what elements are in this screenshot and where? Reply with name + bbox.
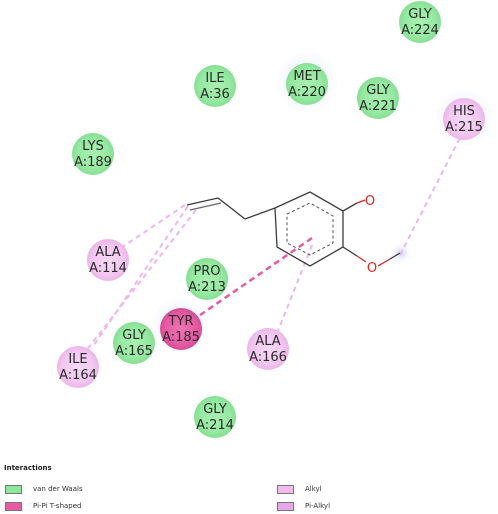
ligand-bond-oxygen bbox=[356, 255, 367, 263]
legend-item-van-der-waals: van der Waals bbox=[5, 482, 83, 496]
residue-disc bbox=[194, 65, 236, 107]
alkyl-line-ala114 bbox=[111, 204, 186, 255]
residue-disc bbox=[113, 322, 155, 364]
interaction-diagram: O O GLY A:224 ILE A:36 MET A:220 GLY A:2… bbox=[57, 1, 492, 438]
residue-gly165[interactable]: GLY A:165 bbox=[113, 322, 155, 364]
residue-name: GLY bbox=[203, 402, 227, 417]
residue-disc bbox=[57, 346, 99, 388]
residue-disc bbox=[194, 396, 236, 438]
residue-gly214[interactable]: GLY A:214 bbox=[194, 396, 236, 438]
residue-name: LYS bbox=[82, 139, 104, 154]
legend-swatch bbox=[5, 501, 22, 511]
ligand-aromatic-ring bbox=[286, 202, 334, 256]
residue-name: MET bbox=[293, 69, 320, 84]
ligand-bond bbox=[186, 197, 219, 206]
residue-met220[interactable]: MET A:220 bbox=[286, 63, 328, 105]
residue-chain: A:214 bbox=[196, 418, 234, 433]
residue-name: GLY bbox=[122, 328, 146, 343]
legend-label: Alkyl bbox=[305, 485, 322, 493]
residue-chain: A:213 bbox=[188, 280, 226, 295]
residue-disc bbox=[443, 98, 485, 140]
legend-item-pi-alkyl: Pi-Alkyl bbox=[277, 499, 330, 513]
legend-label: Pi-Alkyl bbox=[305, 502, 331, 510]
residue-chain: A:215 bbox=[445, 120, 483, 135]
residue-chain: A:221 bbox=[359, 99, 397, 114]
residue-disc bbox=[399, 1, 441, 43]
residue-name: HIS bbox=[453, 104, 475, 119]
interactions-legend: Interactions van der Waals Pi-Pi T-shape… bbox=[0, 462, 498, 514]
interaction-lines bbox=[81, 129, 465, 357]
residue-pro213[interactable]: PRO A:213 bbox=[186, 258, 228, 300]
residue-his215[interactable]: HIS A:215 bbox=[443, 98, 485, 140]
residue-chain: A:185 bbox=[162, 330, 200, 345]
ligand-bond bbox=[342, 202, 358, 212]
residue-disc bbox=[186, 258, 228, 300]
residue-ile164[interactable]: ILE A:164 bbox=[57, 346, 99, 388]
residue-chain: A:36 bbox=[200, 87, 230, 102]
residue-name: ALA bbox=[95, 245, 120, 260]
residue-chain: A:220 bbox=[288, 85, 326, 100]
residue-name: ALA bbox=[255, 334, 280, 349]
ligand-bond bbox=[217, 197, 246, 220]
residue-chain: A:166 bbox=[249, 350, 287, 365]
residue-ile36[interactable]: ILE A:36 bbox=[194, 65, 236, 107]
residue-name: GLY bbox=[408, 7, 432, 22]
alkyl-line-ile164-b bbox=[81, 209, 197, 357]
residue-name: TYR bbox=[168, 314, 194, 329]
residue-lys189[interactable]: LYS A:189 bbox=[72, 133, 114, 175]
residue-gly221[interactable]: GLY A:221 bbox=[357, 77, 399, 119]
residue-disc bbox=[286, 63, 328, 105]
legend-title: Interactions bbox=[4, 464, 52, 472]
residue-ala114[interactable]: ALA A:114 bbox=[87, 239, 129, 281]
ligand-bond-oxygen bbox=[377, 258, 391, 267]
alkyl-line-his215 bbox=[399, 129, 465, 256]
residue-disc bbox=[160, 308, 202, 350]
ligand-double-bond bbox=[189, 202, 222, 211]
residue-disc bbox=[72, 133, 114, 175]
residue-name: PRO bbox=[193, 264, 220, 279]
oxygen-label-hydroxyl: O bbox=[365, 194, 375, 209]
residue-name: ILE bbox=[205, 71, 224, 86]
residue-chain: A:165 bbox=[115, 344, 153, 359]
alkyl-line-ile164-a bbox=[91, 205, 189, 349]
legend-item-alkyl: Alkyl bbox=[277, 482, 322, 496]
residue-chain: A:224 bbox=[401, 23, 439, 38]
ligand-bond-oxygen bbox=[356, 199, 366, 204]
legend-swatch bbox=[277, 484, 294, 494]
legend-swatch bbox=[277, 501, 294, 511]
residue-disc bbox=[247, 328, 289, 370]
residue-name: GLY bbox=[366, 83, 390, 98]
legend-swatch bbox=[5, 484, 22, 494]
pipi-line-tyr185 bbox=[189, 236, 313, 324]
legend-label: Pi-Pi T-shaped bbox=[33, 502, 82, 510]
oxygen-label-methoxy: O bbox=[367, 261, 377, 276]
residue-disc bbox=[87, 239, 129, 281]
ligand bbox=[186, 191, 401, 267]
residue-tyr185[interactable]: TYR A:185 bbox=[160, 308, 202, 350]
residue-discs: GLY A:224 ILE A:36 MET A:220 GLY A:221 H… bbox=[57, 1, 485, 438]
residue-chain: A:114 bbox=[89, 261, 127, 276]
pialkyl-line-ala166 bbox=[271, 244, 313, 347]
legend-label: van der Waals bbox=[33, 485, 83, 493]
residue-chain: A:189 bbox=[74, 155, 112, 170]
legend-item-pi-pi-t-shaped: Pi-Pi T-shaped bbox=[5, 499, 82, 513]
ligand-bond bbox=[389, 252, 401, 260]
residue-ala166[interactable]: ALA A:166 bbox=[247, 328, 289, 370]
residue-chain: A:164 bbox=[59, 368, 97, 383]
residue-name: ILE bbox=[68, 352, 87, 367]
residue-disc bbox=[357, 77, 399, 119]
ligand-bond bbox=[244, 207, 276, 220]
residue-gly224[interactable]: GLY A:224 bbox=[399, 1, 441, 43]
ligand-bond bbox=[342, 246, 358, 257]
